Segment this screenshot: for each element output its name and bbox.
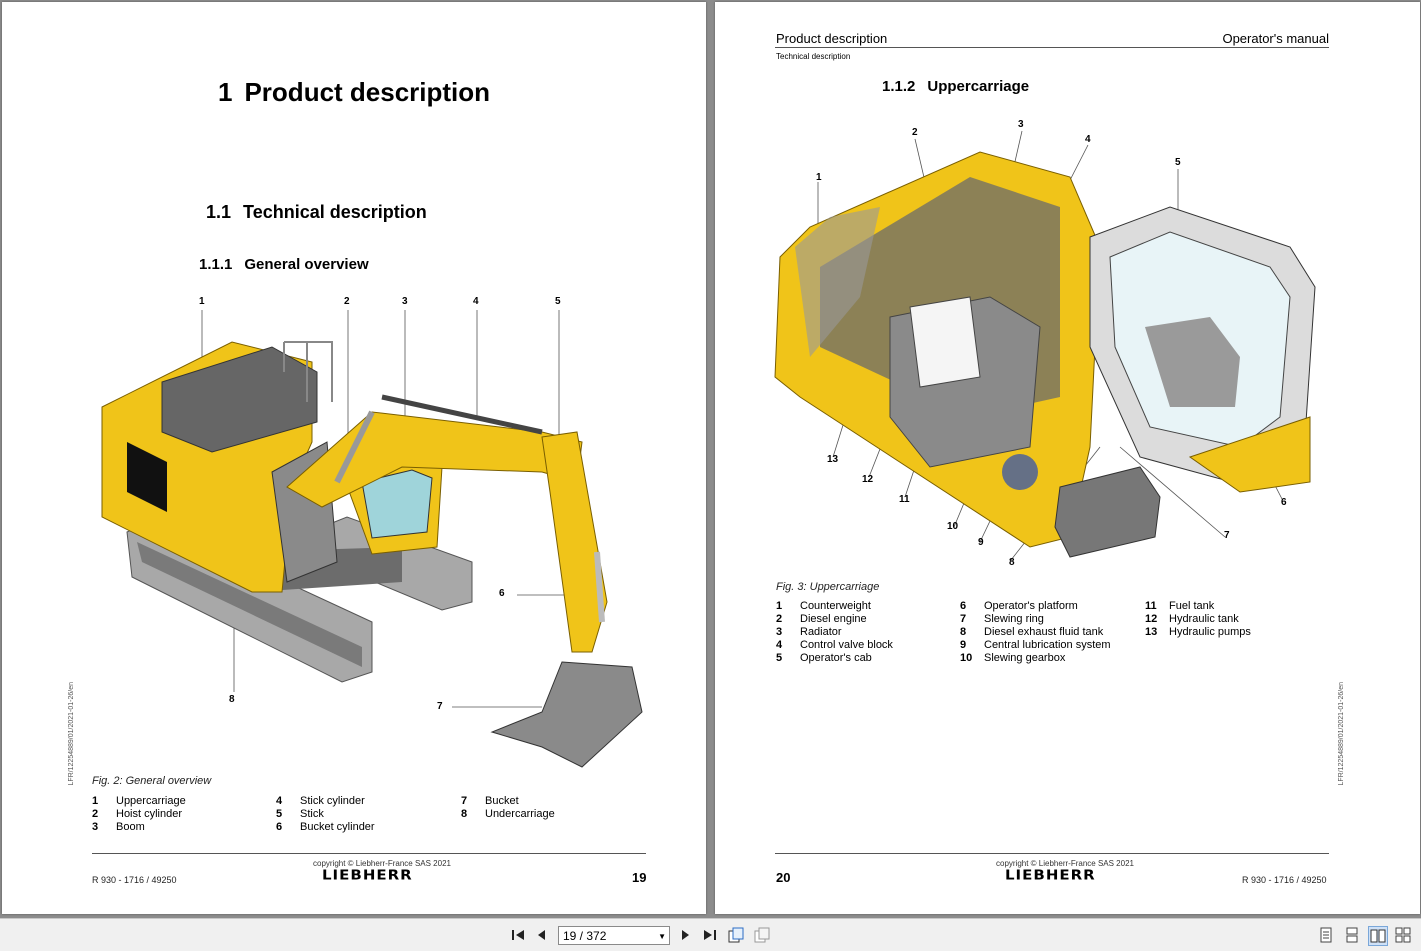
subsection-number: 1.1.1 [199, 256, 233, 273]
callout-5: 5 [1175, 157, 1181, 168]
header-right: Operator's manual [1222, 31, 1329, 46]
page-number-select[interactable]: 19 / 372 ▼ [558, 926, 670, 945]
page-indicator: 19 / 372 [563, 929, 607, 943]
subsection-number: 1.1.2 [882, 78, 916, 95]
callout-8: 8 [229, 694, 235, 705]
callout-1: 1 [816, 172, 822, 183]
header-sub: Technical description [776, 52, 851, 61]
callout-1: 1 [199, 296, 205, 307]
prev-page-icon[interactable] [533, 926, 551, 944]
callout-4: 4 [1085, 134, 1091, 145]
callout-10: 10 [947, 521, 959, 532]
doc-ref: R 930 - 1716 / 49250 [1242, 875, 1327, 885]
callout-8: 8 [1009, 557, 1015, 568]
left-page: 1 Product description 1.1 Technical descri… [2, 2, 706, 914]
footer-rule [92, 853, 646, 854]
copy-icon[interactable] [727, 926, 745, 944]
right-page: Product description Operator's manual Te… [715, 2, 1420, 914]
callout-3: 3 [402, 296, 408, 307]
callout-7: 7 [437, 701, 443, 712]
facing-continuous-icon[interactable] [1394, 926, 1412, 944]
page-number: 20 [776, 870, 791, 885]
excavator-illustration [101, 310, 643, 768]
callout-3: 3 [1018, 119, 1024, 130]
liebherr-logo: LIEBHERR [1005, 866, 1096, 884]
page-number: 19 [632, 870, 647, 885]
callout-7: 7 [1224, 530, 1230, 541]
copyright: copyright © Liebherr-France SAS 2021 [313, 859, 451, 868]
first-page-icon[interactable] [509, 926, 527, 944]
footer-rule [775, 853, 1329, 854]
last-page-icon[interactable] [701, 926, 719, 944]
callout-6: 6 [1281, 497, 1287, 508]
liebherr-logo: LIEBHERR [322, 866, 413, 884]
callout-13: 13 [827, 454, 839, 465]
callout-6: 6 [499, 588, 505, 599]
subsection-heading: 1.1.2 Uppercarriage [882, 78, 1029, 95]
header-left: Product description [776, 31, 888, 46]
side-code: LFR/12254889/01/2021-01-26/en [1338, 682, 1345, 786]
header-rule [775, 47, 1329, 48]
chapter-number: 1 [218, 77, 233, 107]
section-number: 1.1 [206, 202, 232, 222]
callout-11: 11 [899, 494, 910, 505]
uppercarriage-illustration [774, 130, 1316, 561]
next-page-icon[interactable] [676, 926, 694, 944]
copyright: copyright © Liebherr-France SAS 2021 [996, 859, 1134, 868]
doc-ref: R 930 - 1716 / 49250 [92, 875, 177, 885]
single-page-icon[interactable] [1317, 926, 1335, 944]
subsection-title: Uppercarriage [927, 78, 1030, 95]
copy-alt-icon[interactable] [753, 926, 771, 944]
callout-5: 5 [555, 296, 561, 307]
dropdown-arrow-icon[interactable]: ▼ [658, 932, 666, 941]
callout-9: 9 [978, 537, 984, 548]
side-code: LFR/12254889/01/2021-01-26/en [68, 682, 75, 786]
subsection-heading: 1.1.1 General overview [199, 256, 369, 273]
subsection-title: General overview [244, 256, 369, 273]
section-title: Technical description [243, 202, 427, 222]
figure-caption: Fig. 2: General overview [92, 775, 212, 787]
viewer-toolbar: 19 / 372 ▼ [0, 918, 1421, 951]
callout-2: 2 [344, 296, 350, 307]
callout-12: 12 [862, 474, 874, 485]
callout-2: 2 [912, 127, 918, 138]
continuous-icon[interactable] [1343, 926, 1361, 944]
section-heading: 1.1 Technical description [206, 202, 427, 223]
figure-caption: Fig. 3: Uppercarriage [776, 581, 880, 593]
chapter-title: Product description [244, 77, 491, 107]
callout-4: 4 [473, 296, 479, 307]
chapter-heading: 1 Product description [218, 77, 490, 108]
facing-pages-icon[interactable] [1368, 926, 1388, 946]
